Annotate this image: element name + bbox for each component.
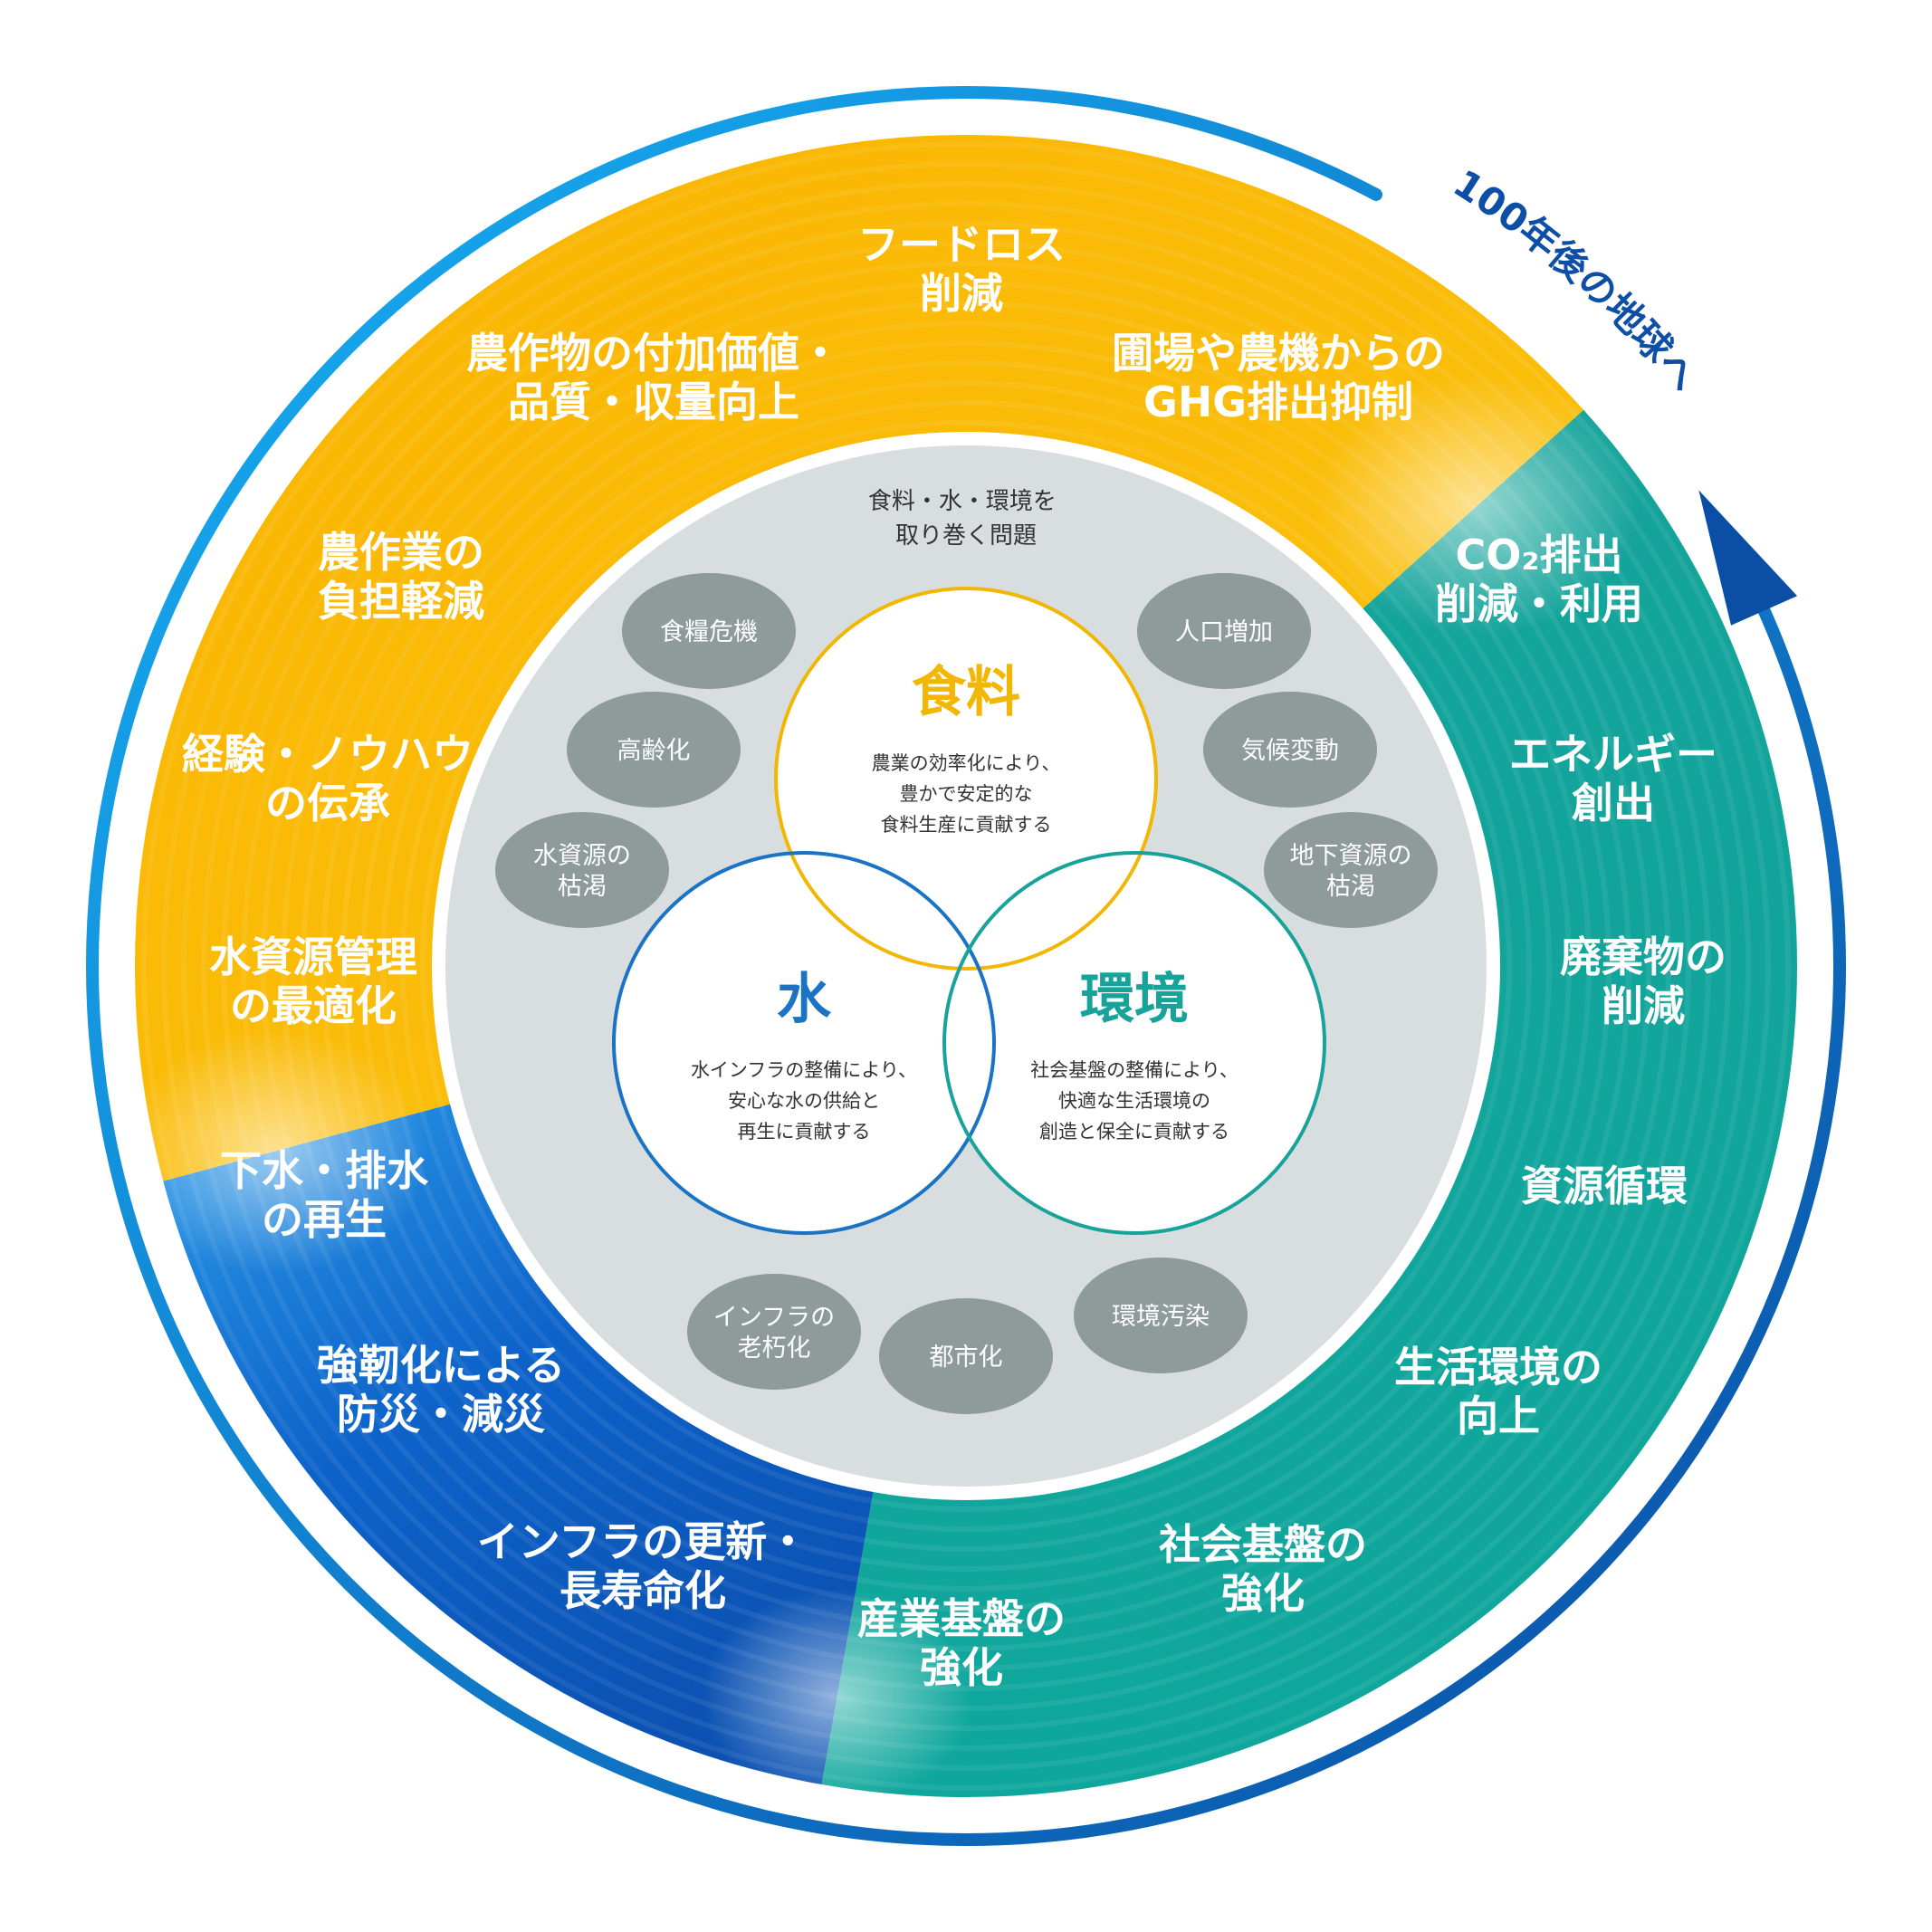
venn-circle xyxy=(612,851,996,1235)
issue-bubble xyxy=(1137,573,1311,689)
issue-label: 気候変動 xyxy=(1241,737,1339,765)
venn-description: 農業の効率化により、豊かで安定的な食料生産に貢献する xyxy=(872,752,1061,836)
texture-ring xyxy=(340,340,1592,1592)
issue-label: インフラの老朽化 xyxy=(713,1304,835,1363)
venn-circle xyxy=(942,851,1326,1235)
ring-label: インフラの更新・長寿命化 xyxy=(477,1517,809,1615)
water-sector xyxy=(163,1102,875,1785)
food-sector xyxy=(134,134,1584,1181)
ring-sectors xyxy=(134,134,1797,1798)
ring-label: 下水・排水の再生 xyxy=(220,1146,429,1244)
environment-sector xyxy=(821,409,1797,1798)
texture-ring xyxy=(281,281,1651,1651)
ring-label: 生活環境の向上 xyxy=(1394,1343,1602,1440)
venn-fill xyxy=(944,853,1325,1233)
ring-label: 資源循環 xyxy=(1521,1162,1688,1210)
issue-bubble xyxy=(1264,812,1438,928)
issue-label: 水資源の枯渇 xyxy=(533,842,631,901)
ring-label: 農作物の付加価値・品質・収量向上 xyxy=(466,329,841,426)
issue-label: 人口増加 xyxy=(1175,618,1273,646)
ring-label: エネルギー創出 xyxy=(1509,730,1717,827)
outer-cycle-arrow xyxy=(86,86,1846,1846)
texture-ring xyxy=(301,301,1631,1631)
ring-label: フードロス削減 xyxy=(857,220,1066,318)
issue-label: 地下資源の枯渇 xyxy=(1290,842,1412,901)
texture-ring xyxy=(400,400,1532,1532)
texture-ring xyxy=(141,141,1791,1791)
venn-title: 水 xyxy=(777,968,832,1031)
texture-ring xyxy=(420,420,1512,1512)
issue-bubbles: 食糧危機 人口増加高齢化 気候変動水資源の枯渇 地下資源の枯渇インフラの老朽化都市化 環… xyxy=(495,573,1438,1414)
ring-label: 廃棄物の削減 xyxy=(1560,933,1726,1030)
ring-label: 水資源管理の最適化 xyxy=(209,933,417,1030)
venn-title: 食料 xyxy=(912,661,1020,724)
issue-label: 食糧危機 xyxy=(660,618,758,646)
issue-bubble xyxy=(879,1298,1053,1414)
issue-bubble xyxy=(1203,692,1377,808)
ring-label: 経験・ノウハウの伝承 xyxy=(182,730,473,827)
texture-ring xyxy=(360,360,1572,1572)
ring-texture xyxy=(141,141,1791,1791)
boundary-highlight xyxy=(701,1588,973,1806)
boundary-highlight xyxy=(120,1028,429,1275)
ring-label: 農作業の負担軽減 xyxy=(318,528,484,626)
ring-label: 産業基盤の強化 xyxy=(857,1594,1066,1692)
ring-label: 社会基盤の強化 xyxy=(1159,1520,1367,1618)
issue-bubble xyxy=(567,692,741,808)
issue-bubble xyxy=(495,812,669,928)
outer-cycle-arrowhead xyxy=(1698,490,1798,626)
venn-diagram: 食料農業の効率化により、豊かで安定的な食料生産に貢献する水水インフラの整備により… xyxy=(612,587,1326,1235)
boundary-highlight xyxy=(1314,375,1640,636)
venn-description: 社会基盤の整備により、快適な生活環境の創造と保全に貢献する xyxy=(1030,1059,1239,1143)
ring-label: CO₂排出削減・利用 xyxy=(1435,531,1643,628)
center-heading: 食料・水・環境を 取り巻く問題 xyxy=(868,488,1064,550)
issue-bubble xyxy=(1074,1258,1248,1373)
issue-label: 高齢化 xyxy=(617,737,691,765)
issue-bubble xyxy=(622,573,796,689)
issue-bubble xyxy=(687,1274,861,1390)
texture-ring xyxy=(161,161,1771,1771)
issue-label: 都市化 xyxy=(930,1344,1003,1372)
venn-circle xyxy=(774,587,1158,971)
texture-ring xyxy=(320,320,1612,1612)
texture-ring xyxy=(380,380,1552,1552)
issue-label: 環境汚染 xyxy=(1112,1303,1210,1331)
venn-description: 水インフラの整備により、安心な水の供給と再生に貢献する xyxy=(691,1059,917,1143)
ring-highlights xyxy=(120,375,1640,1806)
venn-fill xyxy=(614,853,994,1233)
texture-ring xyxy=(181,181,1751,1751)
ring-label: 強靭化による防災・減災 xyxy=(317,1341,566,1439)
venn-title: 環境 xyxy=(1080,968,1189,1031)
